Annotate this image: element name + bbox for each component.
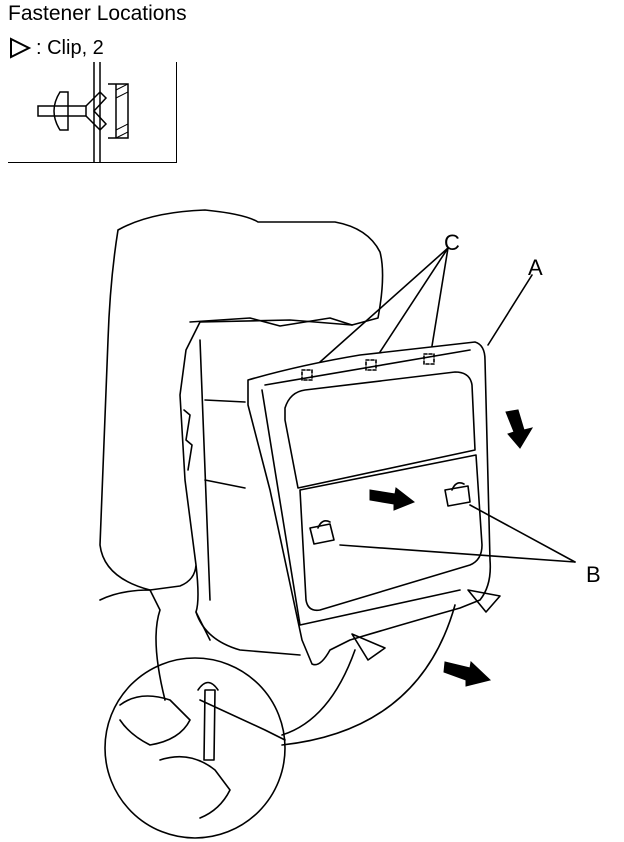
callout-c: C [444,230,460,255]
arrow-down-bold-icon [505,409,534,449]
clip-detail-inset [8,62,177,163]
arrow-right-bold-icon-2 [443,660,492,687]
callout-b: B [586,562,601,587]
clip-triangle-bottom-right [467,589,501,613]
detail-magnifier-circle [104,657,286,839]
page-title: Fastener Locations [8,2,187,25]
callout-a: A [528,255,543,280]
back-panel-a [247,341,492,666]
arrow-right-bold-icon [369,487,415,511]
clip-triangle-icon [10,37,32,59]
clip-triangle-bottom-left [351,633,386,661]
legend-label: : Clip, 2 [36,36,104,59]
legend: : Clip, 2 [8,36,104,60]
clip-cross-section-drawing [37,62,129,162]
seat-back-outline [99,209,384,641]
